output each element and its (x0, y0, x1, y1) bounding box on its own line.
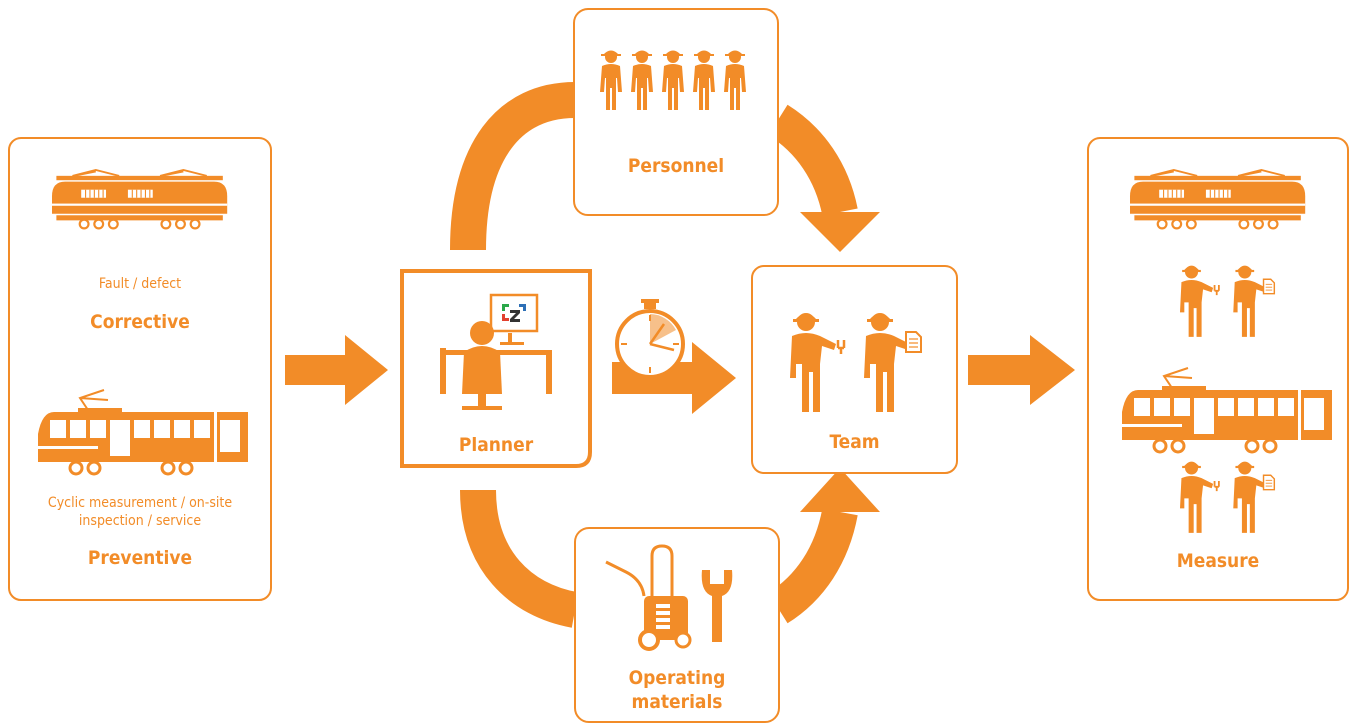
planner-title: Planner (458, 434, 534, 456)
operating-materials-title-line2: materials (631, 691, 723, 713)
corrective-title: Corrective (90, 311, 190, 333)
welding-cart-and-wrench-icon (605, 544, 733, 651)
arrow-to-measure (968, 335, 1075, 405)
stopwatch-icon (615, 299, 685, 379)
arrowhead-to-team (800, 212, 880, 252)
materials-arc (460, 489, 579, 628)
personnel-arc-right (767, 104, 858, 217)
materials-arc-right (768, 508, 858, 624)
operating-materials-title-line1: Operating (628, 667, 726, 689)
left-panel (8, 137, 272, 601)
measure-title: Measure (1176, 550, 1260, 572)
corrective-caption: Fault / defect (98, 276, 182, 292)
arrowhead-up-to-team (800, 468, 880, 512)
locomotive-icon (1128, 168, 1307, 230)
arrow-to-planner (285, 335, 388, 405)
locomotive-icon (50, 168, 229, 230)
arrow-to-team (612, 342, 736, 414)
measure-panel (1087, 137, 1349, 601)
preventive-title: Preventive (87, 547, 193, 569)
personnel-title: Personnel (627, 155, 725, 177)
planner-at-desk-icon (440, 293, 552, 410)
team-title: Team (829, 431, 880, 453)
preventive-caption: Cyclic measurement / on-site inspection … (47, 495, 233, 529)
personnel-box (573, 8, 779, 216)
personnel-arc (450, 82, 576, 251)
